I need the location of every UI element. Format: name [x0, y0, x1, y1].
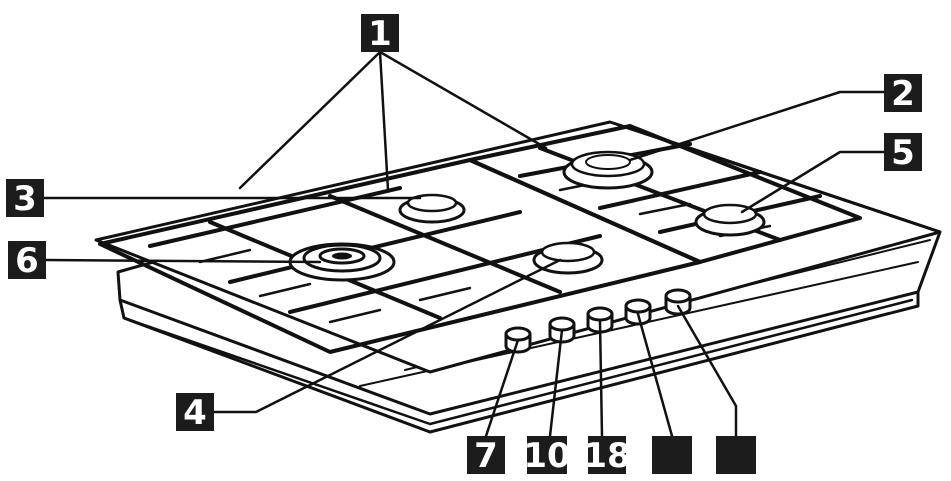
callout-2-label: 2 [891, 74, 915, 114]
callout-4-label: 4 [183, 393, 207, 433]
callout-7-label: 7 [474, 436, 498, 476]
callout-blank-b [716, 436, 756, 474]
callout-5-label: 5 [891, 133, 915, 173]
callout-4: 4 [176, 393, 214, 433]
knob-4 [624, 298, 652, 326]
control-knobs [504, 288, 692, 354]
callout-18-label: 18 [583, 436, 630, 476]
callout-10: 10 [523, 436, 571, 476]
callout-1-label: 1 [368, 14, 392, 54]
callout-5: 5 [884, 133, 922, 173]
callout-3-label: 3 [13, 179, 37, 219]
callout-6-label: 6 [15, 241, 39, 281]
knob-5 [664, 288, 692, 316]
callout-10-label: 10 [523, 436, 570, 476]
burner-center [532, 241, 604, 275]
callout-blank-a [652, 436, 692, 474]
burner-rear-right [562, 150, 654, 190]
callout-7: 7 [467, 436, 505, 476]
callout-3: 3 [6, 179, 44, 219]
leader-lines [42, 50, 886, 438]
callout-18: 18 [583, 436, 631, 476]
burner-front-right [694, 203, 766, 237]
callout-2: 2 [884, 74, 922, 114]
callout-6: 6 [8, 241, 46, 281]
callout-1: 1 [361, 14, 399, 54]
